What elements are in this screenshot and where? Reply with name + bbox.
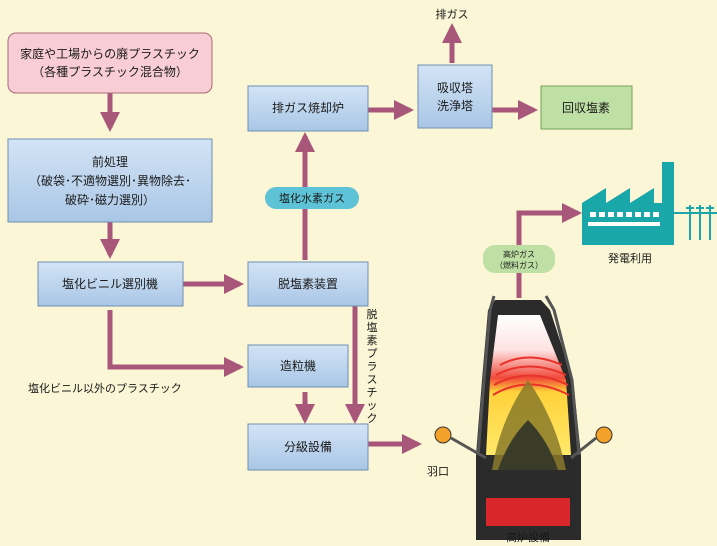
dp-char-8: ク	[367, 412, 378, 425]
arrow-sorter-to-granulator	[107, 310, 244, 377]
pretreatment-node: 前処理 （破袋･不適物選別･異物除去･ 破砕･磁力選別）	[7, 138, 213, 223]
chlorine-label: 回収塩素	[562, 100, 610, 115]
source-node: 家庭や工場からの廃プラスチック （各種プラスチック混合物）	[7, 32, 213, 94]
power-line-icon	[674, 205, 717, 240]
non-pvc-plastic-label: 塩化ビニル以外のプラスチック	[28, 381, 182, 395]
tuyere-label: 羽口	[427, 465, 449, 478]
source-line1: 家庭や工場からの廃プラスチック	[20, 46, 200, 61]
absorber-line1: 吸収塔	[437, 81, 473, 95]
absorber-line2: 洗浄塔	[437, 99, 473, 113]
exhaust-gas-label: 排ガス	[436, 7, 469, 21]
dechlorination-label: 脱塩素装置	[278, 276, 338, 291]
granulator-label: 造粒機	[280, 358, 316, 373]
hcl-gas-badge: 塩化水素ガス	[265, 187, 359, 209]
incinerator-label: 排ガス焼却炉	[272, 101, 344, 115]
dp-char-1: 塩	[367, 320, 378, 334]
factory-icon	[582, 162, 674, 245]
pretreatment-line1: 前処理	[92, 154, 128, 169]
furnace-gas-badge: 高炉ガス （燃料ガス）	[483, 245, 555, 273]
power-generation-label: 発電利用	[608, 251, 652, 265]
furnace-shell	[476, 295, 581, 456]
dp-char-3: プ	[367, 347, 378, 360]
dechlorinated-plastic-vertical-label: 脱 塩 素 プ ラ ス チ ッ ク	[367, 307, 378, 425]
classifier-label: 分級設備	[284, 439, 332, 454]
pvc-sorter-node: 塩化ビニル選別機	[37, 261, 184, 307]
chlorine-node: 回収塩素	[540, 85, 633, 130]
blast-furnace-illustration	[434, 295, 613, 540]
pretreatment-line2: （破袋･不適物選別･異物除去･	[29, 173, 191, 188]
classifier-node: 分級設備	[247, 423, 369, 471]
blast-furnace-label: 高炉設備	[506, 530, 550, 544]
dp-char-2: 素	[367, 334, 378, 347]
incinerator-node: 排ガス焼却炉	[247, 85, 369, 132]
absorber-node: 吸収塔 洗浄塔	[417, 64, 493, 129]
furnace-gas-line2: （燃料ガス）	[495, 260, 543, 270]
dp-char-7: ッ	[367, 399, 378, 412]
dp-char-0: 脱	[367, 307, 378, 321]
dp-char-5: ス	[367, 373, 378, 386]
pvc-sorter-label: 塩化ビニル選別機	[62, 276, 158, 291]
granulator-node: 造粒機	[247, 344, 349, 388]
hcl-gas-label: 塩化水素ガス	[279, 191, 345, 205]
dp-char-6: チ	[367, 386, 378, 399]
source-line2: （各種プラスチック混合物）	[32, 64, 188, 79]
dechlorination-node: 脱塩素装置	[247, 261, 369, 307]
dp-char-4: ラ	[367, 360, 378, 373]
furnace-gas-line1: 高炉ガス	[503, 249, 535, 259]
pretreatment-line3: 破砕･磁力選別）	[65, 192, 155, 207]
